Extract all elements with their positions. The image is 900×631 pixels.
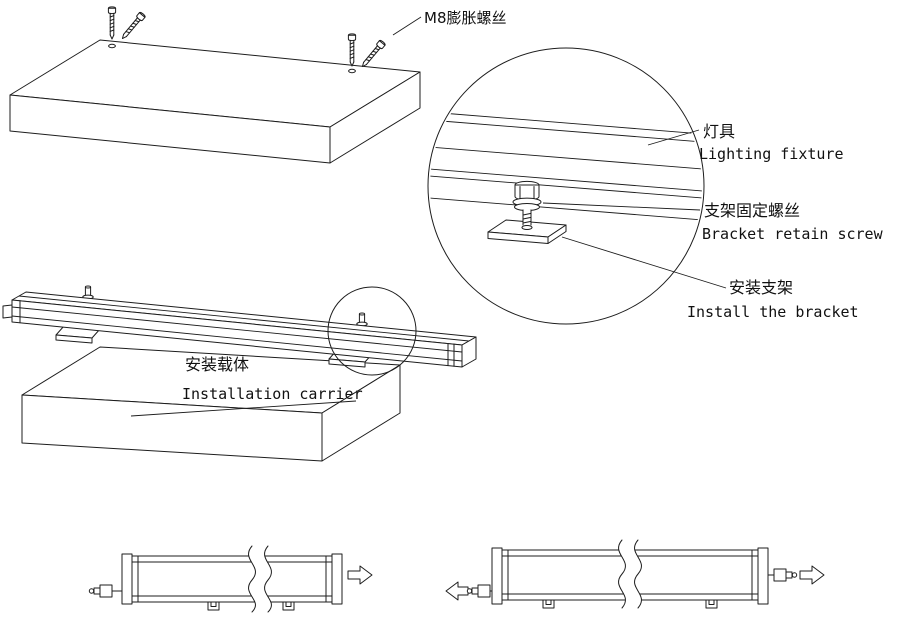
carrier-label-en: Installation carrier bbox=[182, 385, 363, 403]
zoom-indicator-circle bbox=[327, 286, 417, 376]
mounting-foot bbox=[207, 601, 220, 611]
expansion-screw-tilted-1 bbox=[119, 11, 147, 42]
install-bracket-leader-line bbox=[561, 236, 727, 289]
break-symbol bbox=[634, 539, 642, 609]
bar-left-connector bbox=[2, 304, 13, 319]
m8-leader-line bbox=[392, 16, 422, 36]
break-symbol bbox=[618, 539, 626, 609]
slide-arrow-right-icon bbox=[799, 565, 825, 585]
install-bracket-label-en: Install the bracket bbox=[687, 303, 859, 321]
mounting-foot bbox=[705, 599, 718, 609]
carrier-slab-end-face bbox=[321, 364, 401, 462]
carrier-label-cn: 安装载体 bbox=[185, 355, 249, 374]
bar-bolt-left bbox=[82, 285, 94, 300]
anchor-slab-assembly: M8膨胀螺丝 bbox=[9, 6, 507, 164]
break-symbol bbox=[264, 545, 272, 613]
bracket-screw-label-en: Bracket retain screw bbox=[702, 225, 884, 243]
end-cap bbox=[121, 553, 133, 605]
end-cap bbox=[331, 553, 343, 605]
anchor-slab-end-face bbox=[329, 71, 421, 164]
bar-bolt-right bbox=[356, 312, 368, 327]
connector-plug bbox=[466, 584, 493, 598]
install-bracket-label-cn: 安装支架 bbox=[729, 278, 793, 297]
slide-arrow-right-icon bbox=[347, 565, 373, 585]
expansion-screw-vertical-2 bbox=[347, 33, 357, 67]
expansion-screw-tilted-2 bbox=[359, 39, 387, 70]
plate-hole-back-rim bbox=[521, 225, 533, 228]
fixture-body bbox=[131, 555, 333, 603]
carrier-assembly: 安装载体 Installation carrier bbox=[2, 285, 477, 462]
spring-washer bbox=[514, 203, 540, 211]
hex-bolt bbox=[512, 180, 542, 230]
screw-hole-2 bbox=[348, 68, 356, 74]
bracket-screw-leader-line bbox=[542, 202, 701, 211]
connector-plug bbox=[767, 568, 798, 582]
bracket-screw-label-cn: 支架固定螺丝 bbox=[704, 201, 800, 220]
slide-arrow-left-icon bbox=[445, 581, 469, 601]
mounting-foot bbox=[542, 599, 555, 609]
end-cap bbox=[757, 547, 769, 605]
plate-hole-front-rim bbox=[521, 227, 533, 230]
light-bar bbox=[2, 291, 477, 368]
mounting-plate bbox=[487, 219, 567, 244]
break-symbol bbox=[248, 545, 256, 613]
fixture-label-cn: 灯具 bbox=[703, 122, 735, 141]
carrier-leader-line bbox=[130, 400, 357, 417]
fixture-label-en: Lighting fixture bbox=[699, 145, 844, 163]
screw-hole-1 bbox=[108, 43, 116, 49]
mounting-foot bbox=[282, 601, 295, 611]
fixture-leader-line bbox=[647, 129, 700, 146]
bar-end-face bbox=[461, 336, 477, 368]
fixture-left-diagram bbox=[88, 545, 373, 613]
m8-screw-label: M8膨胀螺丝 bbox=[424, 9, 507, 27]
detail-circle bbox=[427, 47, 705, 325]
end-cap bbox=[491, 547, 503, 605]
connector-plug bbox=[88, 584, 123, 598]
detail-view: 灯具 Lighting fixture 支架固定螺丝 Bracket retai… bbox=[427, 47, 884, 325]
expansion-screw-vertical-1 bbox=[107, 6, 117, 40]
fixture-profile-lines bbox=[430, 111, 702, 221]
fixture-right-diagram bbox=[445, 539, 825, 609]
